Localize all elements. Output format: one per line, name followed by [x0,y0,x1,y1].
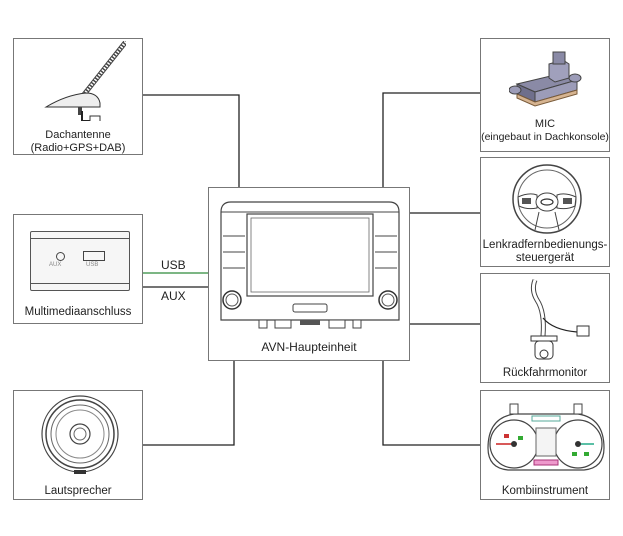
instrument-cluster-illustration [487,403,605,471]
steering-remote-sublabel: steuergerät [515,252,575,264]
wire-speaker [143,361,235,446]
steering-remote-box: Lenkradfernbedienungs- steuergerät [480,157,610,267]
steering-remote-label: Lenkradfernbedienungs- [482,239,608,251]
usb-wire-label: USB [161,258,186,272]
cluster-label: Kombiinstrument [501,485,589,497]
multimedia-port-box: AUX USB Multimediaanschluss [13,214,143,324]
speaker-label: Lautsprecher [44,485,112,497]
wire-cluster [382,361,480,446]
speaker-illustration [41,395,119,474]
avn-head-unit-illustration [220,201,400,329]
wire-mic [382,92,480,187]
aux-port-label: AUX [49,262,62,268]
roof-antenna-box: Dachantenne (Radio+GPS+DAB) [13,38,143,155]
rear-camera-illustration [530,279,590,360]
aux-jack-icon [56,252,65,261]
rear-camera-box: Rückfahrmonitor [480,273,610,383]
usb-port-label: USB [86,262,99,268]
multimedia-port-illustration: AUX USB [30,231,130,291]
multimedia-port-label: Multimediaanschluss [24,306,132,318]
mic-illustration [509,51,582,107]
avn-head-unit-box: AVN-Haupteinheit [208,187,410,361]
mic-box: MIC (eingebaut in Dachkonsole) [480,38,610,152]
mic-label: MIC [534,118,556,130]
roof-antenna-label: Dachantenne [45,129,111,141]
aux-wire-label: AUX [161,289,186,303]
steering-wheel-illustration [512,164,582,234]
rear-camera-label: Rückfahrmonitor [502,367,588,379]
wire-antenna [143,94,240,187]
speaker-box: Lautsprecher [13,390,143,500]
mic-sublabel: (eingebaut in Dachkonsole) [481,131,609,143]
cluster-box: Kombiinstrument [480,390,610,500]
roof-antenna-sublabel: (Radio+GPS+DAB) [30,142,126,154]
usb-port-icon [83,251,105,261]
avn-head-unit-label: AVN-Haupteinheit [261,340,357,354]
roof-antenna-illustration [44,41,126,121]
